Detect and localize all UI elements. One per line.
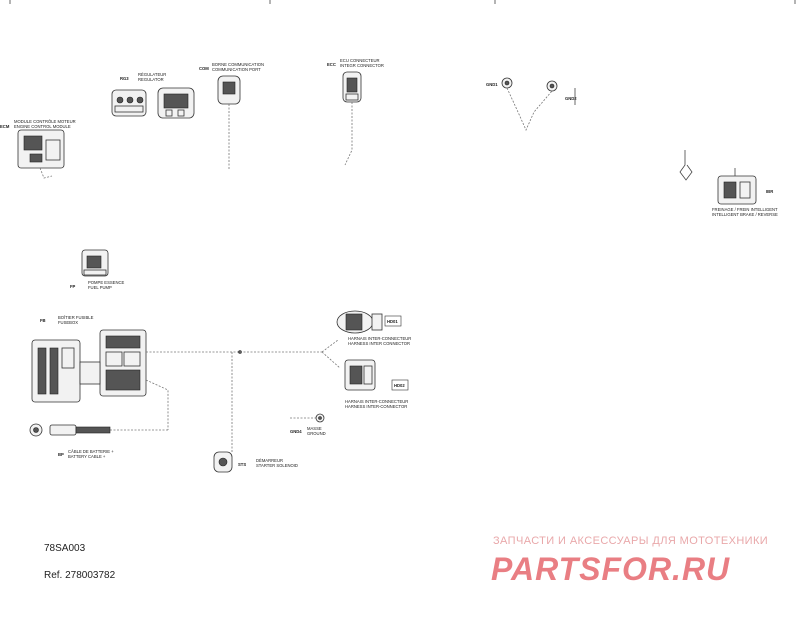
fuel-pump-code: FP xyxy=(70,284,76,289)
comm-port-code: COM xyxy=(199,66,209,71)
figure-ref: Ref. 278003782 xyxy=(44,570,116,581)
gnd-b-code: GND2 xyxy=(565,96,577,101)
fuel-pump-part[interactable]: FP POMPE ESSENCE FUEL PUMP xyxy=(70,249,125,290)
starter-label-fr: DÉMARREUR xyxy=(256,458,283,463)
ground-code: GND4 xyxy=(290,429,302,434)
harness-hd02-part[interactable]: HD02 HARNAIS INTER-CONNECTEUR HARNESS IN… xyxy=(344,359,409,409)
harness-hd01-label-fr: HARNAIS INTER-CONNECTEUR xyxy=(348,336,411,341)
starter-part[interactable]: STS DÉMARREUR STARTER SOLENOID xyxy=(213,451,298,473)
engine-module-part[interactable]: ECM MODULE CONTRÔLE MOTEUR ENGINE CONTRO… xyxy=(0,119,76,179)
ground-part[interactable]: GND4 MASSE GROUND xyxy=(290,413,326,436)
svg-text:PARTSFOR.RU: PARTSFOR.RU xyxy=(491,551,730,586)
fusebox-code: FB xyxy=(40,318,46,323)
regulator-part[interactable]: RG3 RÉGULATEUR REGULATOR xyxy=(111,72,195,119)
harness-hd02-code: HD02 xyxy=(394,383,405,388)
comm-port-label-en: COMMUNICATION PORT xyxy=(212,67,261,72)
harness-hd02-label-en: HARNESS INTER-CONNECTOR xyxy=(345,404,407,409)
engine-module-label-fr: MODULE CONTRÔLE MOTEUR xyxy=(14,119,76,124)
comm-port-label-fr: BORNE COMMUNICATION xyxy=(212,62,264,67)
harness-hd01-part[interactable]: HD01 HARNAIS INTER-CONNECTEUR HARNESS IN… xyxy=(336,310,411,346)
harness-hd01-code: HD01 xyxy=(387,319,398,324)
battery-cable-part[interactable]: BP CÂBLE DE BATTERIE + BATTERY CABLE + xyxy=(29,423,114,459)
regulator-label-fr: RÉGULATEUR xyxy=(138,72,166,77)
ibr-label-en: INTELLIGENT BRAKE / REVERSE xyxy=(712,212,778,217)
fuel-pump-label-fr: POMPE ESSENCE xyxy=(88,280,125,285)
harness-hd02-label-fr: HARNAIS INTER-CONNECTEUR xyxy=(345,399,408,404)
regulator-label-en: REGULATOR xyxy=(138,77,164,82)
ecu-connector-label-en: INTEGR CONNECTOR xyxy=(340,63,384,68)
frame-marks xyxy=(9,0,796,4)
harness-hd01-label-en: HARNESS INTER CONNECTOR xyxy=(348,341,410,346)
fusebox-part[interactable]: FB BOÎTIER FUSIBLE FUSEBOX xyxy=(31,315,147,403)
battery-cable-code: BP xyxy=(58,452,64,457)
starter-code: STS xyxy=(238,462,246,467)
ecu-connector-code: ECC xyxy=(327,62,336,67)
watermark-tagline: ЗАПЧАСТИ И АКСЕССУАРЫ ДЛЯ МОТОТЕХНИКИ xyxy=(493,535,769,547)
regulator-code: RG3 xyxy=(120,76,129,81)
main-wiring xyxy=(110,339,341,452)
figure-code: 78SA003 xyxy=(44,543,86,554)
gnd-a-code: GND1 xyxy=(486,82,498,87)
ibr-code: IBR xyxy=(766,189,773,194)
fusebox-label-en: FUSEBOX xyxy=(58,320,78,325)
ground-rings[interactable]: GND1 GND2 xyxy=(486,77,577,131)
ecu-connector-label-fr: ECU CONNECTEUR xyxy=(340,58,380,63)
comm-port-part[interactable]: COM BORNE COMMUNICATION COMMUNICATION PO… xyxy=(199,62,264,170)
engine-module-code: ECM xyxy=(0,124,10,129)
battery-cable-label-fr: CÂBLE DE BATTERIE + xyxy=(68,449,114,454)
ibr-part[interactable]: IBR FREINAGE / FREIN INTELLIGENT INTELLI… xyxy=(679,150,778,217)
battery-cable-label-en: BATTERY CABLE + xyxy=(68,454,106,459)
fuel-pump-label-en: FUEL PUMP xyxy=(88,285,112,290)
engine-module-label-en: ENGINE CONTROL MODULE xyxy=(14,124,71,129)
ibr-label-fr: FREINAGE / FREIN INTELLIGENT xyxy=(712,207,778,212)
ground-label-fr: MASSE xyxy=(307,426,322,431)
watermark-logo: PARTSFOR.RU xyxy=(491,551,730,586)
starter-label-en: STARTER SOLENOID xyxy=(256,463,298,468)
ground-label-en: GROUND xyxy=(307,431,326,436)
ecu-connector-part[interactable]: ECC ECU CONNECTEUR INTEGR CONNECTOR xyxy=(327,58,384,166)
fusebox-label-fr: BOÎTIER FUSIBLE xyxy=(58,315,94,320)
